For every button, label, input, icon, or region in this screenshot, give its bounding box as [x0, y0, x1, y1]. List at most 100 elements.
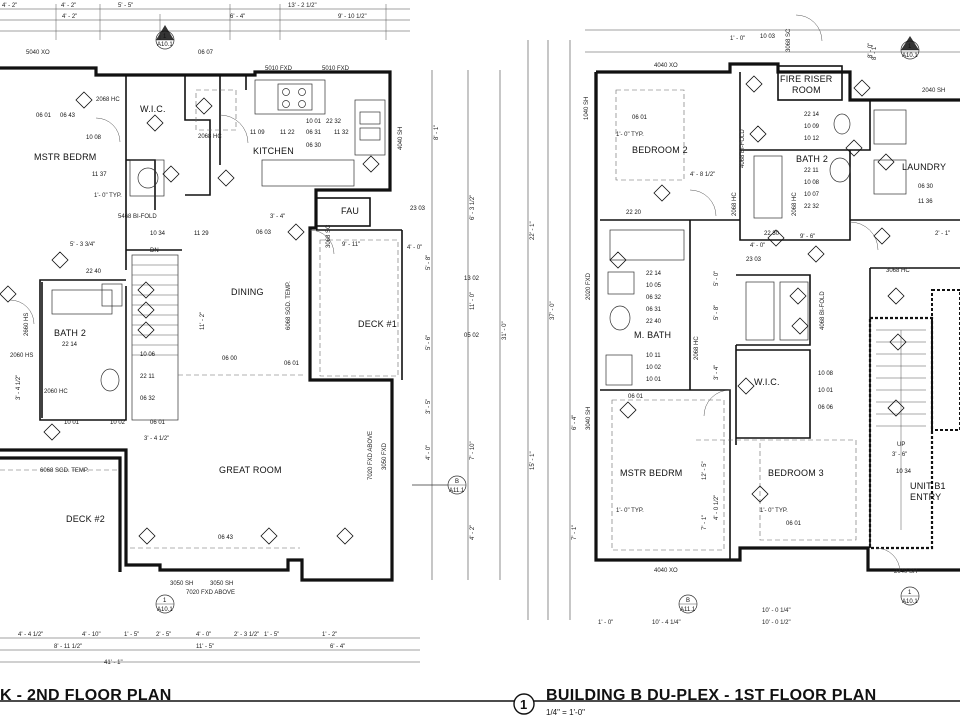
dim-label: 10' - 0 1/4" — [762, 608, 791, 614]
room-label: BATH 2 — [54, 328, 86, 338]
section-marker-bottom-right: 1 A10.1 — [900, 586, 920, 606]
section-marker-b-right: B A11.1 — [678, 594, 698, 614]
window-note: 3040 SH — [586, 407, 592, 430]
dim-label: 11' - 2" — [200, 312, 206, 330]
dim-label: 7' - 10" — [470, 441, 476, 460]
door-note: 5468 BI-FOLD — [118, 214, 157, 220]
finish-tag: 22 32 — [326, 119, 342, 125]
room-label: ROOM — [792, 85, 821, 95]
section-ref: A11.1 — [449, 488, 465, 494]
dim-label: 3' - 4 1/2" — [16, 375, 22, 400]
room-label: KITCHEN — [253, 146, 294, 156]
finish-tag: 10 01 — [306, 119, 322, 125]
door-note: 3068 HC — [886, 268, 910, 274]
window-note: 7020 FXD ABOVE — [368, 431, 374, 480]
finish-tag: 10 07 — [804, 192, 820, 198]
dim-label: 1' - 0" — [598, 620, 613, 626]
section-num: B — [455, 479, 459, 485]
room-label: DINING — [231, 287, 264, 297]
dim-label: 3' - 6" — [892, 452, 907, 458]
dim-label: 31' - 0" — [502, 321, 508, 340]
window-note: 1040 SH — [584, 97, 590, 120]
window-note: 2020 FXD — [586, 272, 592, 300]
finish-tag: 06 07 — [198, 50, 214, 56]
dim-label: 3' - 5" — [426, 399, 432, 414]
left-diamond-markers — [0, 91, 380, 545]
finish-tag: 06 01 — [628, 394, 644, 400]
finish-tag: 06 31 — [646, 307, 662, 313]
finish-tag: 06 06 — [818, 405, 834, 411]
finish-tag: 10 12 — [804, 136, 820, 142]
right-interior-walls — [600, 72, 960, 560]
door-note: 2068 HC — [198, 134, 222, 140]
finish-tag: 22 14 — [62, 342, 78, 348]
window-note: 3050 SH — [170, 581, 193, 587]
finish-tag: 22 20 — [626, 210, 642, 216]
left-sheet-title: K - 2ND FLOOR PLAN — [0, 687, 172, 704]
fire-riser-room — [777, 65, 843, 101]
dim-label: 1' - 0" — [730, 36, 745, 42]
finish-tag: 10 06 — [140, 352, 156, 358]
dim-label: 4' - 0" — [426, 445, 432, 460]
room-label: LAUNDRY — [902, 162, 946, 172]
right-stair-treads — [876, 329, 926, 530]
finish-tag: 10 05 — [646, 283, 662, 289]
window-note: 5010 FXD — [265, 66, 293, 72]
room-label: MSTR BEDRM — [620, 468, 683, 478]
finish-tag: 22 40 — [646, 319, 662, 325]
finish-tag: 06 01 — [150, 420, 166, 426]
dim-label: 4' - 2" — [61, 3, 76, 9]
finish-tag: 10 34 — [896, 469, 912, 475]
left-right-dimensions: 8' - 1" 6' - 3 1/2" 11' - 0" 31' - 0" 7'… — [16, 125, 508, 540]
window-note: 2660 HS — [24, 313, 30, 336]
dim-label: 5' - 8" — [714, 305, 720, 320]
finish-tag: 22 14 — [646, 271, 662, 277]
finish-tag: 11 22 — [280, 130, 295, 136]
section-ref: A11.1 — [680, 607, 696, 613]
dim-label: 13' - 2 1/2" — [288, 3, 317, 9]
section-marker-bottom-left: 1 A10.1 — [155, 594, 175, 614]
room-label: FIRE RISER — [780, 74, 833, 84]
finish-tag: 06 01 — [786, 521, 802, 527]
dim-label: 8' - 1" — [872, 45, 878, 60]
finish-tag: 23 03 — [410, 206, 426, 212]
section-num: 1 — [163, 598, 167, 604]
left-bottom-dimensions: 4' - 4 1/2" 4' - 10" 1' - 5" 2' - 5" 4' … — [0, 632, 420, 666]
finish-tag: 11 09 — [250, 130, 265, 136]
typ-note: 1'- 0" TYP. — [94, 193, 122, 199]
section-ref: A10.1 — [157, 607, 173, 613]
finish-tag: 10 02 — [110, 420, 126, 426]
finish-tag: 22 11 — [804, 168, 819, 174]
finish-tag: 23 03 — [746, 257, 762, 263]
dim-label: 1' - 5" — [264, 632, 279, 638]
room-label: FAU — [341, 206, 359, 216]
dim-label: 4' - 2" — [62, 14, 77, 20]
room-label: DECK #2 — [66, 514, 105, 524]
door-note: 3068 SC — [326, 224, 332, 248]
right-dimensions: 1' - 0" 8' - 0" 4' - 8 1/2" 22' - 1" 37'… — [530, 36, 950, 626]
finish-tag: 06 31 — [306, 130, 322, 136]
finish-tag: 06 32 — [646, 295, 662, 301]
dim-label: 4' - 0 1/2" — [714, 495, 720, 520]
finish-tag: 10 09 — [804, 124, 820, 130]
finish-tag: 06 03 — [256, 230, 272, 236]
bath2-tub — [51, 289, 113, 315]
section-num: 1 — [908, 590, 912, 596]
section-marker-top-left: 1 A10.1 — [155, 25, 175, 50]
finish-tag: 10 08 — [818, 371, 834, 377]
section-ref: A10.1 — [157, 42, 173, 48]
dim-label: 4' - 4 1/2" — [18, 632, 43, 638]
window-note: 4040 XO — [654, 568, 678, 574]
window-note: 4040 XO — [654, 63, 678, 69]
finish-tag: 13 02 — [464, 276, 480, 282]
finish-tag: 22 32 — [804, 204, 820, 210]
dim-label: 10' - 4 1/4" — [652, 620, 681, 626]
dim-label: 5' - 6" — [426, 335, 432, 350]
room-label: DECK #1 — [358, 319, 397, 329]
dim-label: 7' - 1" — [702, 515, 708, 530]
section-num: B — [686, 598, 690, 604]
dim-label: 3' - 4" — [714, 365, 720, 380]
room-label: W.I.C. — [754, 377, 780, 387]
finish-tag: 06 01 — [36, 113, 52, 119]
finish-tag: 06 30 — [306, 143, 322, 149]
